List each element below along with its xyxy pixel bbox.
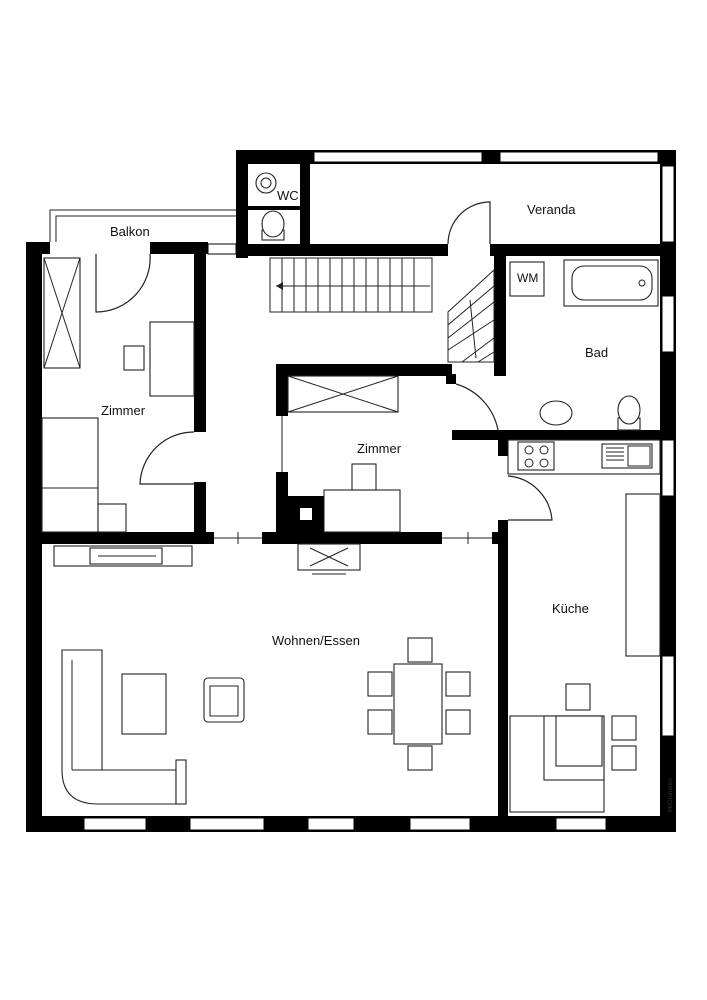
bad-room: WM Bad (509, 259, 659, 431)
wohnen-essen-room: Wohnen/Essen (53, 543, 471, 805)
wc-room: WC (255, 172, 299, 241)
room-label-zimmer-left: Zimmer (101, 403, 146, 418)
room-label-zimmer-center: Zimmer (357, 441, 402, 456)
room-label-wohnen-essen: Wohnen/Essen (272, 633, 360, 648)
kueche-room: Küche (507, 439, 661, 813)
windows (83, 151, 675, 831)
zimmer-center: Zimmer (281, 375, 553, 533)
room-label-bad: Bad (585, 345, 608, 360)
room-label-veranda: Veranda (527, 202, 576, 217)
room-label-wc: WC (277, 188, 299, 203)
zimmer-left: Zimmer (41, 253, 195, 533)
room-label-balkon: Balkon (110, 224, 150, 239)
room-label-kueche: Küche (552, 601, 589, 616)
credit-text: MitGrundriss (668, 778, 674, 812)
openings (214, 532, 492, 544)
wm-label: WM (517, 271, 538, 285)
balkon: Balkon (49, 209, 236, 242)
interior-walls (42, 164, 660, 816)
staircase (269, 257, 495, 363)
veranda: Veranda (447, 201, 576, 245)
